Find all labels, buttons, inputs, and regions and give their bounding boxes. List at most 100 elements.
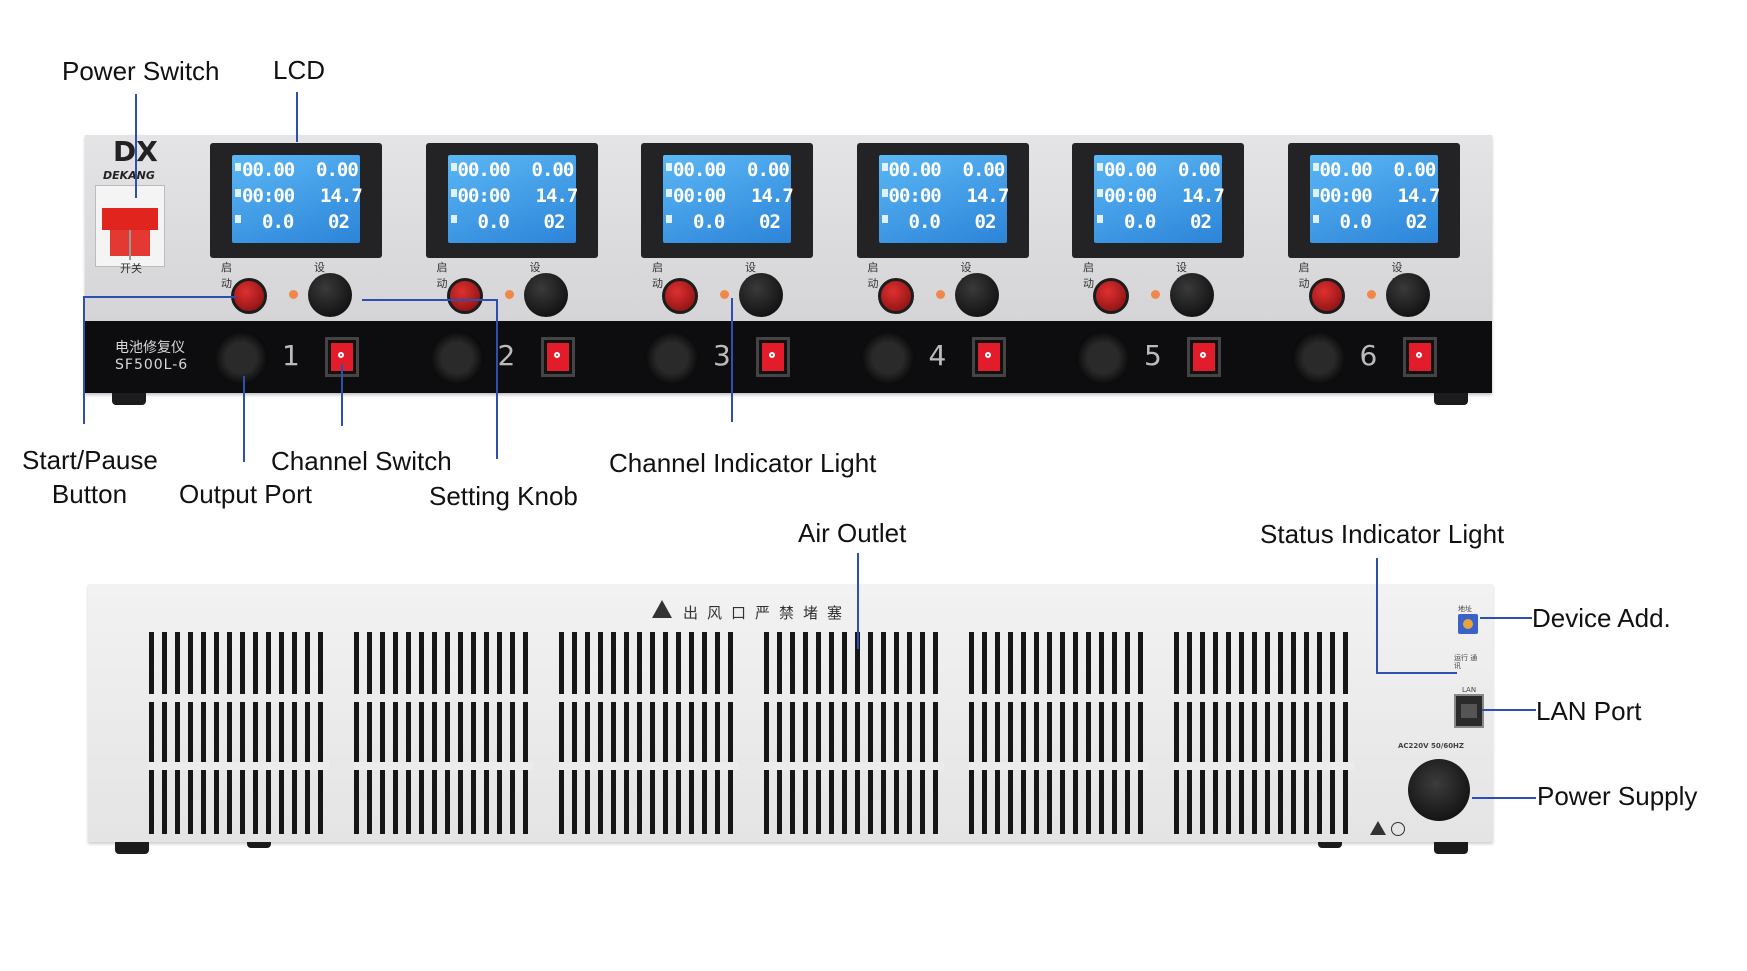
lcd-row3-right: 02 bbox=[543, 211, 566, 233]
power-supply-socket[interactable] bbox=[1408, 759, 1470, 821]
line-setting-knob-v bbox=[496, 299, 498, 459]
caution-icon bbox=[1370, 821, 1386, 835]
output-port[interactable] bbox=[429, 331, 484, 385]
lcd-row1-right: 0.00 bbox=[1393, 159, 1437, 181]
air-outlet-grille-1 bbox=[149, 632, 329, 834]
label-start-pause-1: Start/Pause bbox=[22, 445, 158, 475]
channel-switch[interactable] bbox=[325, 337, 359, 377]
back-foot-1 bbox=[115, 842, 149, 854]
lcd-row2-right: 14.7 bbox=[751, 185, 794, 207]
warning-icon bbox=[652, 600, 672, 618]
line-lcd bbox=[296, 92, 298, 142]
lcd-row1-right: 0.00 bbox=[962, 159, 1006, 181]
lcd-row3-left: 0.0 bbox=[908, 211, 941, 233]
setting-knob[interactable] bbox=[523, 273, 568, 317]
start-caption: 启动 bbox=[1298, 261, 1310, 290]
channel-switch[interactable] bbox=[971, 337, 1006, 377]
line-device-add bbox=[1480, 617, 1532, 619]
lan-port[interactable] bbox=[1454, 694, 1484, 728]
air-outlet-grille-5 bbox=[969, 632, 1149, 834]
channel-indicator-light bbox=[289, 290, 298, 299]
warning-text: 出风口严禁堵塞 bbox=[683, 604, 852, 622]
line-channel-indicator bbox=[731, 298, 733, 422]
product-name: 电池修复仪 bbox=[115, 340, 185, 356]
start-pause-button[interactable] bbox=[662, 278, 698, 314]
lcd-row3-left: 0.0 bbox=[1339, 211, 1372, 233]
setting-knob[interactable] bbox=[739, 273, 783, 317]
lcd-row3-right: 02 bbox=[759, 211, 781, 233]
front-foot-left bbox=[112, 393, 146, 405]
channel-indicator-light bbox=[720, 290, 729, 299]
start-pause-button[interactable] bbox=[446, 278, 483, 314]
lan-caption: LAN bbox=[1462, 686, 1477, 694]
start-pause-button[interactable] bbox=[1093, 278, 1129, 314]
label-power-supply: Power Supply bbox=[1537, 781, 1698, 811]
lcd-row1-right: 0.00 bbox=[316, 159, 359, 181]
status-caption: 运行 通讯 bbox=[1454, 654, 1478, 670]
channel-indicator-light bbox=[1366, 290, 1376, 299]
channel-switch[interactable] bbox=[1402, 337, 1437, 377]
line-start-pause-h bbox=[83, 296, 236, 298]
start-pause-button[interactable] bbox=[1308, 278, 1345, 314]
lcd-row1-left: 00.00 bbox=[673, 159, 726, 181]
label-output-port: Output Port bbox=[179, 479, 312, 509]
power-rating-text: AC220V 50/60HZ bbox=[1398, 742, 1464, 750]
lcd-row2-right: 14.7 bbox=[1397, 185, 1441, 207]
output-port[interactable] bbox=[1076, 331, 1130, 385]
model-number: SF500L-6 bbox=[115, 357, 189, 373]
air-outlet-grille-3 bbox=[559, 632, 739, 834]
lcd-row3-left: 0.0 bbox=[262, 211, 294, 233]
channel-number: 3 bbox=[713, 339, 731, 372]
start-pause-button[interactable] bbox=[877, 278, 914, 314]
output-port[interactable] bbox=[645, 331, 699, 385]
output-port[interactable] bbox=[860, 331, 915, 385]
label-status-indicator-light: Status Indicator Light bbox=[1260, 519, 1505, 549]
setting-knob[interactable] bbox=[308, 273, 352, 317]
lcd-row2-right: 14.7 bbox=[320, 185, 363, 207]
lcd-row2-right: 14.7 bbox=[535, 185, 579, 207]
channel-switch[interactable] bbox=[756, 337, 790, 377]
start-caption: 启动 bbox=[1083, 261, 1094, 290]
lcd-row3-left: 0.0 bbox=[693, 211, 725, 233]
lcd-row2-left: 00:00 bbox=[673, 185, 726, 207]
label-start-pause-2: Button bbox=[51, 479, 128, 509]
channel-number: 6 bbox=[1359, 339, 1378, 372]
power-switch-lever[interactable] bbox=[102, 208, 158, 230]
start-pause-button[interactable] bbox=[231, 278, 267, 314]
label-power-switch: Power Switch bbox=[62, 56, 220, 86]
back-panel: 出风口严禁堵塞 地址 运行 通讯 LAN AC220V 50/60HZ bbox=[88, 584, 1493, 842]
lcd-row3-right: 02 bbox=[1190, 211, 1212, 233]
start-caption: 启动 bbox=[436, 261, 448, 290]
setting-knob[interactable] bbox=[1170, 273, 1214, 317]
line-start-pause-v bbox=[83, 296, 85, 424]
label-setting-knob: Setting Knob bbox=[429, 481, 578, 511]
line-power-supply bbox=[1472, 797, 1536, 799]
device-address-dial[interactable] bbox=[1458, 614, 1478, 634]
lcd-row3-right: 02 bbox=[328, 211, 350, 233]
output-port[interactable] bbox=[214, 331, 268, 385]
line-setting-knob-h bbox=[362, 299, 497, 301]
lcd-row1-left: 00.00 bbox=[242, 159, 295, 181]
power-switch[interactable] bbox=[95, 185, 165, 267]
label-lcd: LCD bbox=[273, 55, 326, 85]
label-channel-indicator-light: Channel Indicator Light bbox=[609, 448, 877, 478]
channel-switch[interactable] bbox=[540, 337, 575, 377]
setting-knob[interactable] bbox=[1385, 273, 1430, 317]
output-port[interactable] bbox=[1291, 331, 1346, 385]
line-channel-switch bbox=[341, 364, 343, 426]
start-caption: 启动 bbox=[652, 261, 663, 290]
ground-icon bbox=[1391, 822, 1405, 836]
lcd-row2-left: 00:00 bbox=[1104, 185, 1157, 207]
lcd-row3-left: 0.0 bbox=[1124, 211, 1156, 233]
lcd-row2-left: 00:00 bbox=[888, 185, 942, 207]
channel-switch[interactable] bbox=[1187, 337, 1221, 377]
channel-number: 4 bbox=[928, 339, 947, 372]
setting-knob[interactable] bbox=[954, 273, 999, 317]
